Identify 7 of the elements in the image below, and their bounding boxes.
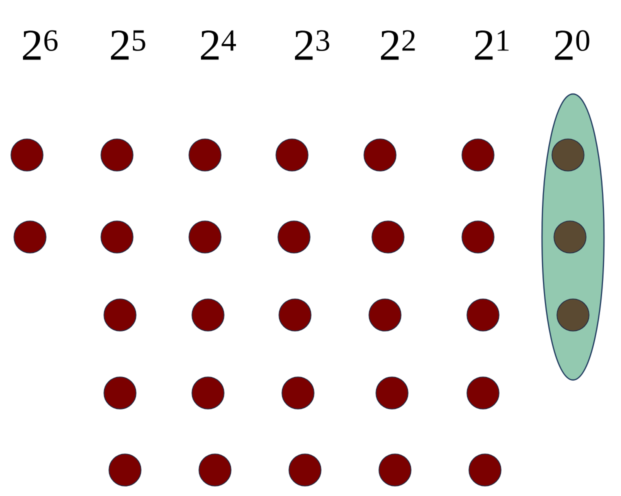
power-label: 2$^{6}$ xyxy=(22,30,58,60)
power-label: 2$^{4}$ xyxy=(200,30,236,60)
power-label: 2$^{5}$ xyxy=(110,30,146,60)
power-label: 2$^{3}$ xyxy=(294,30,330,60)
power-label: 2$^{2}$ xyxy=(380,30,415,60)
power-label: 2$^{0}$ xyxy=(554,30,590,60)
power-label: 2$^{1}$ xyxy=(474,30,509,60)
